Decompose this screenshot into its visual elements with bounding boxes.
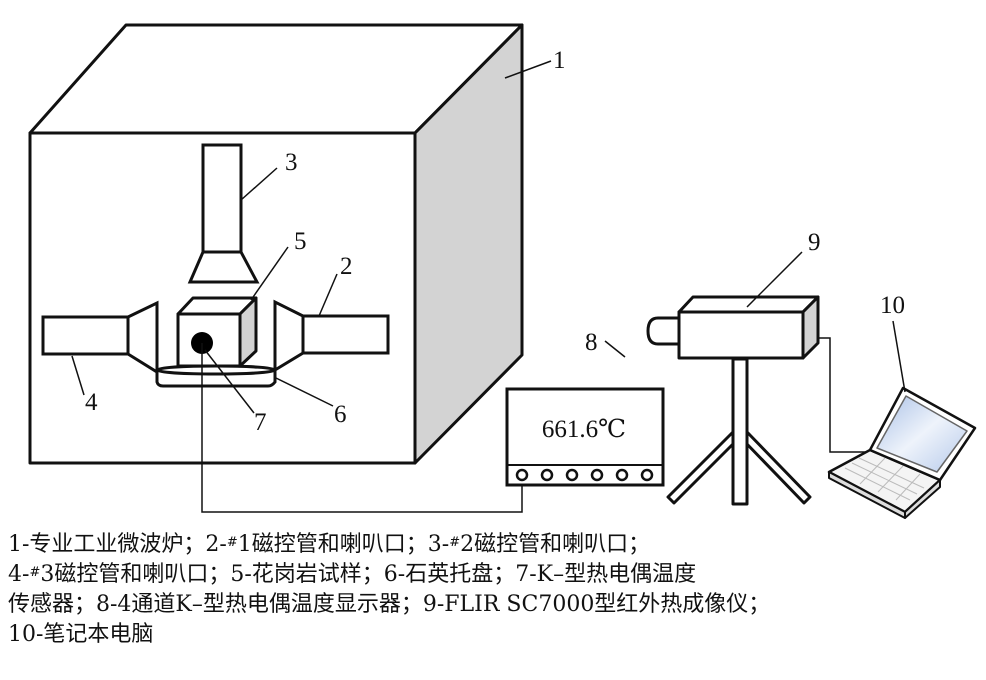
- caption-line-1: 1-专业工业微波炉；2-#1磁控管和喇叭口；3-#2磁控管和喇叭口；: [8, 532, 651, 557]
- quartz-tray: [155, 364, 277, 388]
- temperature-display: [505, 387, 665, 487]
- label-7: 7: [254, 409, 267, 436]
- camera-cable: [818, 337, 870, 453]
- display-knob: [615, 468, 629, 482]
- label-3: 3: [285, 149, 298, 176]
- leader-lines: [71, 60, 906, 414]
- camera-tripod: [666, 357, 812, 506]
- thermocouple-wire: [201, 343, 523, 513]
- laptop: [827, 386, 977, 519]
- label-6: 6: [334, 401, 347, 428]
- display-knob: [565, 468, 579, 482]
- label-9: 9: [808, 229, 821, 256]
- label-1: 1: [553, 47, 566, 74]
- infrared-camera: [646, 295, 820, 360]
- label-5: 5: [294, 228, 307, 255]
- magnetron-3: [187, 143, 260, 284]
- display-knob: [590, 468, 604, 482]
- caption-line-4: 10-笔记本电脑: [8, 622, 154, 647]
- microwave-oven: [28, 23, 524, 465]
- label-10: 10: [880, 292, 905, 319]
- display-knob: [540, 468, 554, 482]
- granite-sample: [176, 296, 258, 368]
- label-2: 2: [340, 253, 353, 280]
- caption-line-2: 4-#3磁控管和喇叭口；5-花岗岩试样；6-石英托盘；7-K–型热电偶温度: [8, 562, 697, 587]
- figure-caption: 1-专业工业微波炉；2-#1磁控管和喇叭口；3-#2磁控管和喇叭口； 4-#3磁…: [8, 530, 983, 650]
- display-knob: [640, 468, 654, 482]
- display-knob: [515, 468, 529, 482]
- experimental-setup-diagram: 661.6℃: [28, 23, 977, 519]
- label-8: 8: [585, 329, 598, 356]
- label-4: 4: [85, 389, 98, 416]
- caption-line-3: 传感器；8-4通道K–型热电偶温度显示器；9-FLIR SC7000型红外热成像…: [8, 592, 771, 617]
- display-reading: 661.6℃: [542, 416, 626, 443]
- display-knobs: [515, 468, 654, 482]
